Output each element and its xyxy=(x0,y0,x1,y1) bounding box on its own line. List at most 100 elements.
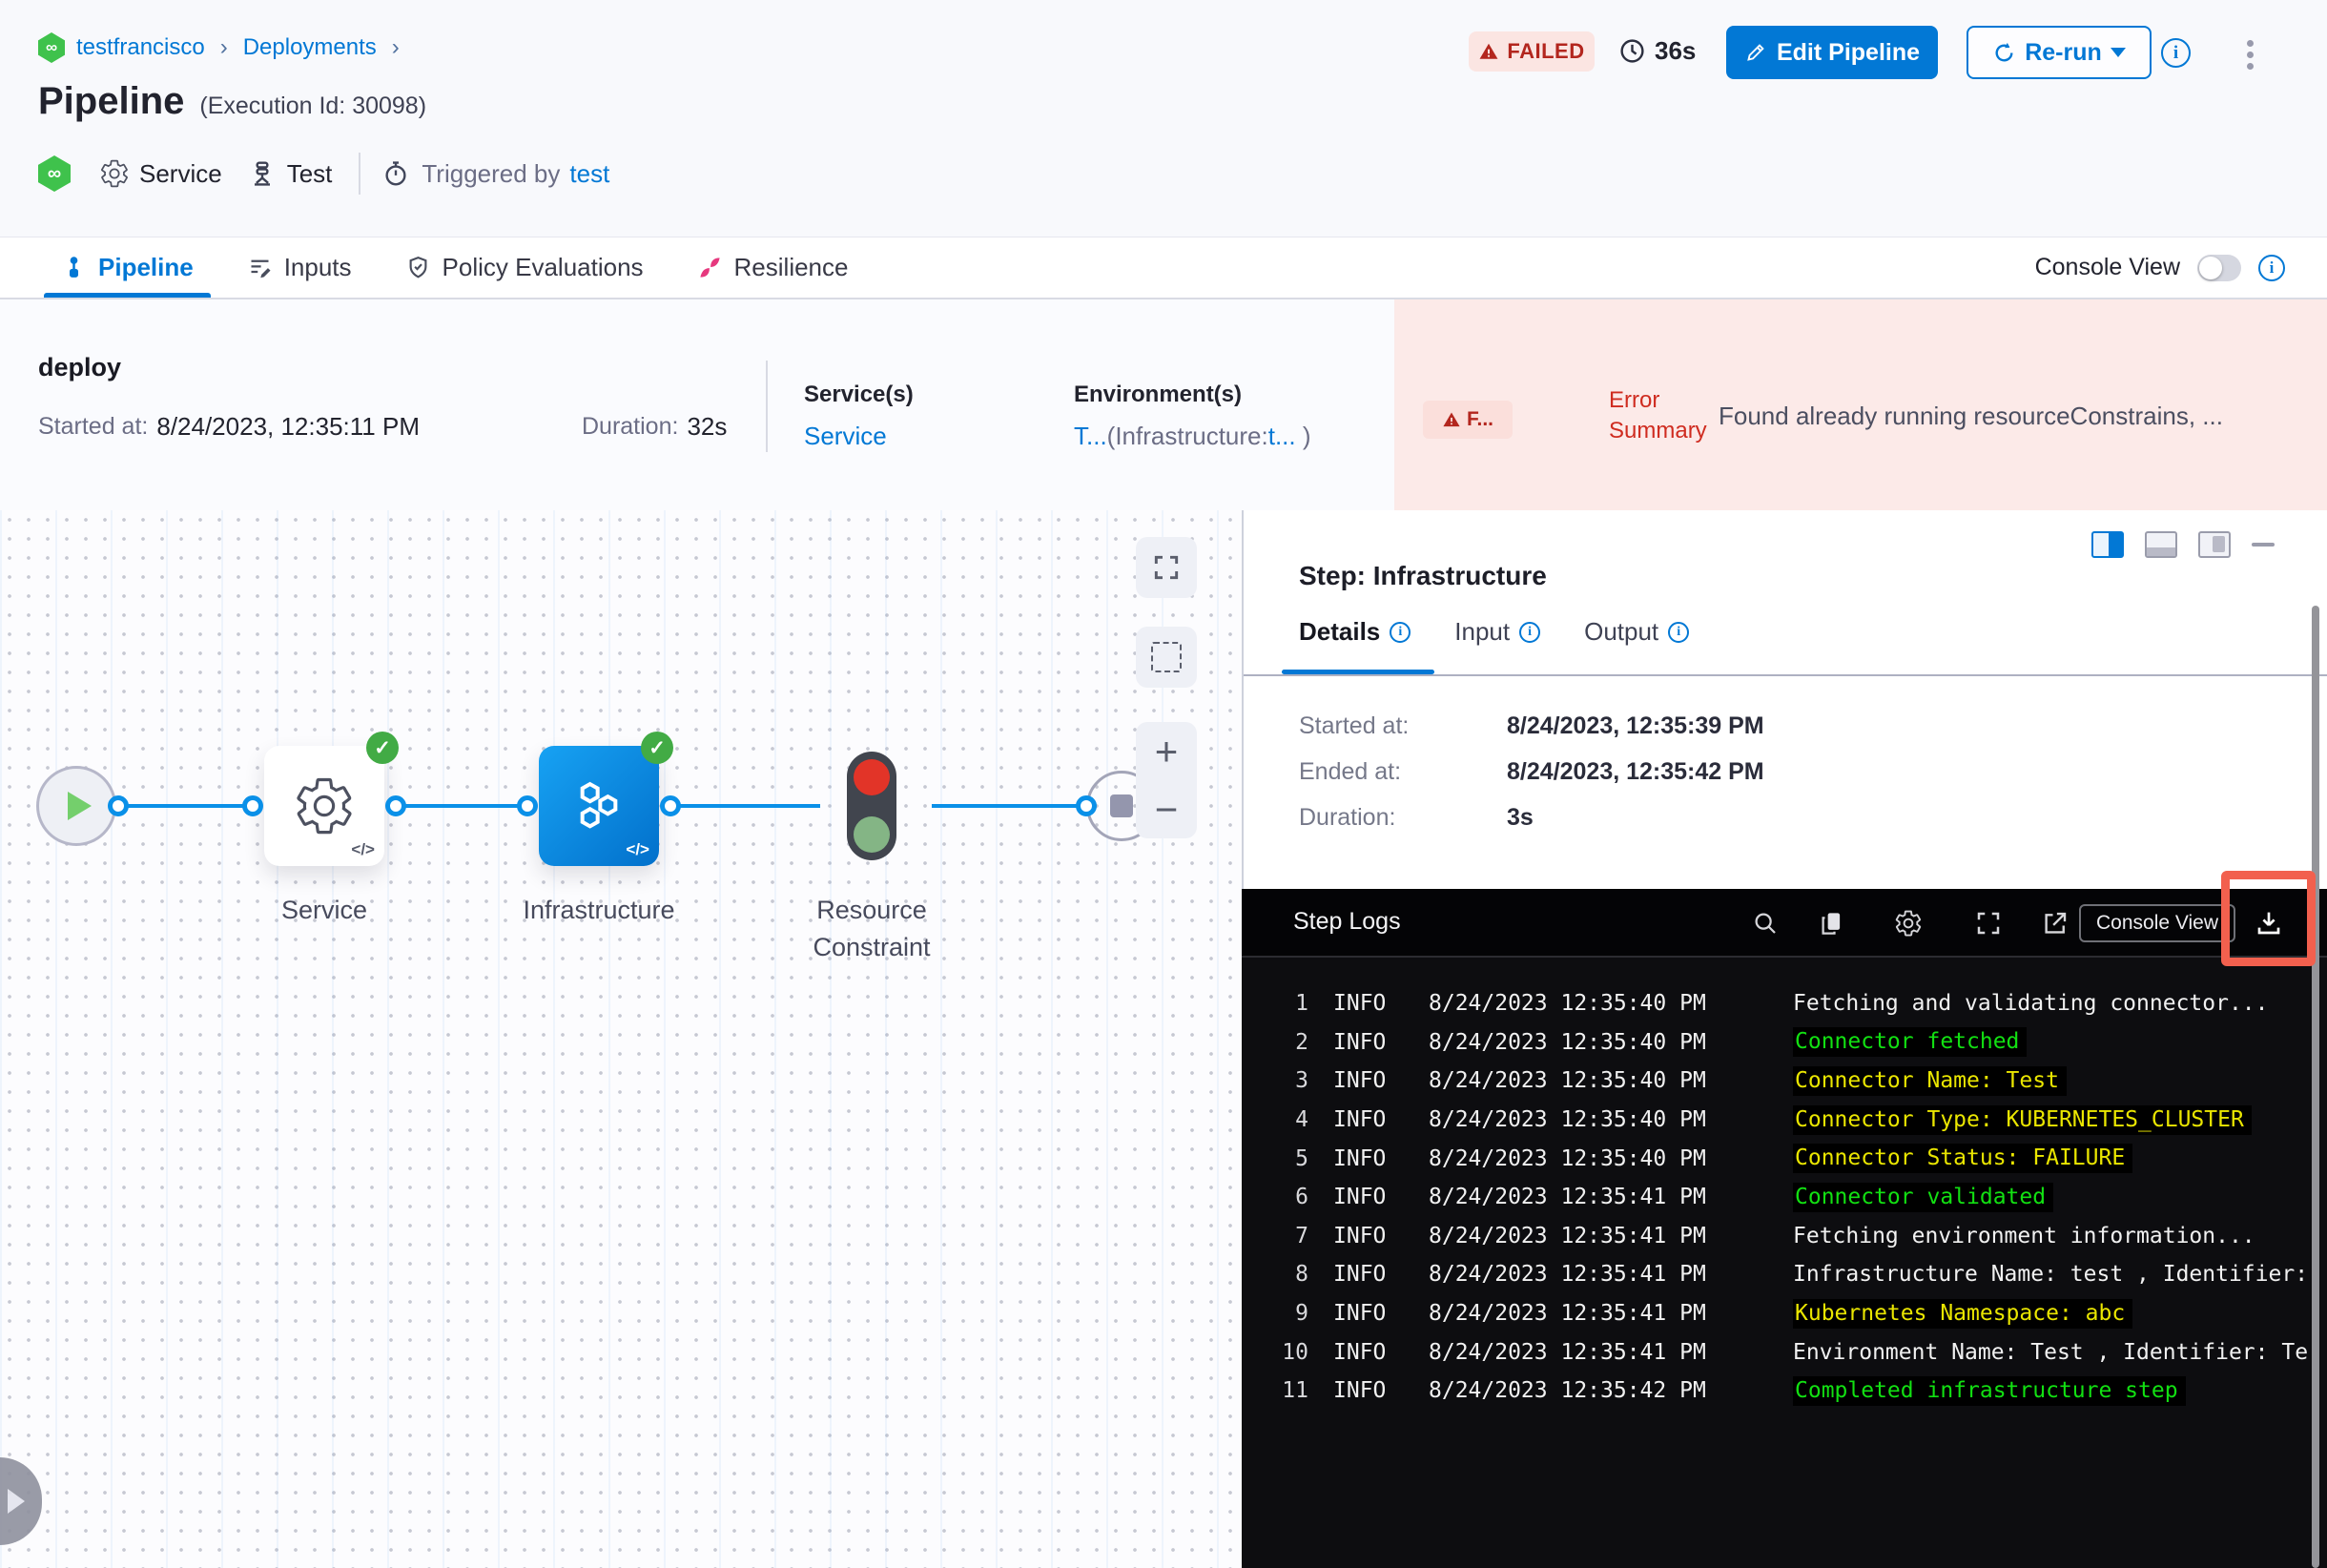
tab-pipeline-label: Pipeline xyxy=(98,253,194,281)
detail-label: Started at: xyxy=(1299,712,1410,739)
breadcrumb-project-link[interactable]: testfrancisco xyxy=(76,34,205,60)
panel-layout-controls xyxy=(2091,531,2275,558)
console-view-toggle[interactable] xyxy=(2197,254,2241,281)
tab-policy-evaluations-label: Policy Evaluations xyxy=(442,253,644,281)
play-icon xyxy=(67,792,92,820)
stage-summary-bar: deploy Started at: 8/24/2023, 12:35:11 P… xyxy=(0,299,2327,510)
node-service[interactable]: ✓ </> xyxy=(264,732,399,866)
log-timestamp: 8/24/2023 12:35:41 PM xyxy=(1429,1262,1706,1288)
triggered-by-label: Triggered by xyxy=(422,158,561,188)
node-label-resource-constraint: Resource Constraint xyxy=(813,896,931,962)
search-icon[interactable] xyxy=(1751,909,1780,938)
canvas-fullscreen-button[interactable] xyxy=(1136,537,1197,598)
tab-resilience[interactable]: Resilience xyxy=(697,237,848,298)
status-badge-label: FAILED xyxy=(1507,39,1585,63)
stop-icon xyxy=(1110,794,1133,817)
log-level: INFO xyxy=(1333,1378,1387,1404)
error-summary-label: Error Summary xyxy=(1609,387,1707,444)
console-view-control: Console View i xyxy=(2035,237,2285,298)
infrastructure-link[interactable]: t... xyxy=(1267,422,1296,450)
breadcrumb-deployments-link[interactable]: Deployments xyxy=(242,34,377,60)
open-in-new-icon[interactable] xyxy=(2041,909,2070,938)
service-link[interactable]: Service xyxy=(804,422,887,450)
log-timestamp: 8/24/2023 12:35:40 PM xyxy=(1429,1107,1706,1133)
success-check-badge: ✓ xyxy=(641,732,673,764)
graph-edge xyxy=(396,804,527,808)
graph-edge xyxy=(118,804,253,808)
node-infrastructure[interactable]: ✓ </> xyxy=(539,732,673,866)
log-timestamp: 8/24/2023 12:35:40 PM xyxy=(1429,1068,1706,1094)
layout-split-right-button[interactable] xyxy=(2091,531,2124,558)
layout-bottom-fill xyxy=(2147,547,2175,556)
log-message: Connector Status: FAILURE xyxy=(1793,1144,2133,1174)
details-info-icon[interactable]: i xyxy=(1390,621,1411,643)
info-icon[interactable]: i xyxy=(2161,38,2191,68)
step-panel-title: Step: Infrastructure xyxy=(1299,561,1547,590)
tab-pipeline[interactable]: Pipeline xyxy=(44,237,211,298)
log-level: INFO xyxy=(1333,991,1387,1017)
node-resource-constraint[interactable] xyxy=(847,752,896,860)
summary-divider xyxy=(766,361,768,452)
fullscreen-icon xyxy=(1154,555,1179,580)
tab-input-label: Input xyxy=(1454,617,1511,646)
log-message: Completed infrastructure step xyxy=(1793,1375,2186,1406)
zoom-out-button[interactable]: − xyxy=(1154,786,1179,832)
pipeline-tab-icon xyxy=(70,257,78,278)
environment-link[interactable]: T... xyxy=(1074,422,1107,450)
output-info-icon[interactable]: i xyxy=(1668,621,1690,643)
log-settings-gear-icon[interactable] xyxy=(1894,909,1923,938)
zoom-in-button[interactable]: + xyxy=(1154,728,1179,774)
log-line-number: 1 xyxy=(1295,991,1308,1017)
detail-row: Started at: 8/24/2023, 12:35:39 PM xyxy=(1299,712,1764,740)
edit-pipeline-button[interactable]: Edit Pipeline xyxy=(1726,26,1938,79)
layout-floating-button[interactable] xyxy=(2198,531,2231,558)
log-line-number: 9 xyxy=(1295,1301,1308,1327)
tab-inputs[interactable]: Inputs xyxy=(247,237,352,298)
started-at-label: Started at: xyxy=(38,413,149,440)
rerun-button[interactable]: Re-run xyxy=(1967,26,2152,79)
edge-port xyxy=(242,795,263,816)
breadcrumb: ∞ testfrancisco › Deployments › xyxy=(38,32,403,63)
more-options-menu[interactable] xyxy=(2247,35,2254,74)
detail-value: 8/24/2023, 12:35:39 PM xyxy=(1507,712,1764,739)
error-status-chip: F... xyxy=(1423,401,1513,439)
environments-label: Environment(s) xyxy=(1074,382,1243,407)
resilience-chaos-icon xyxy=(699,258,720,278)
console-view-button[interactable]: Console View xyxy=(2079,904,2236,942)
pipeline-graph-canvas[interactable]: ✓ </> Service ✓ </> Infrastructure Resou… xyxy=(0,510,1242,1568)
duration-label: Duration: xyxy=(582,413,679,440)
title-row: Pipeline (Execution Id: 30098) xyxy=(38,80,426,123)
left-panel-expander[interactable] xyxy=(0,1457,42,1545)
start-node xyxy=(36,766,116,846)
tab-details[interactable]: Details i xyxy=(1299,617,1411,647)
tab-policy-evaluations[interactable]: Policy Evaluations xyxy=(405,237,644,298)
panel-scrollbar[interactable] xyxy=(2312,606,2319,1568)
detail-row: Duration: 3s xyxy=(1299,804,1534,832)
layout-bottom-button[interactable] xyxy=(2145,531,2177,558)
tab-input[interactable]: Input i xyxy=(1454,617,1541,647)
expand-logs-icon[interactable] xyxy=(1974,909,2003,938)
tabs-border xyxy=(1244,674,2327,676)
triggered-by-link[interactable]: test xyxy=(569,158,610,188)
download-logs-icon[interactable] xyxy=(2254,908,2284,939)
minimize-panel-button[interactable] xyxy=(2252,543,2275,547)
environment-suffix: ) xyxy=(1295,422,1311,450)
gear-icon xyxy=(101,159,128,188)
log-message: Connector fetched xyxy=(1793,1027,2028,1058)
pipeline-meta-row: ∞ Service Test Triggered by test xyxy=(38,151,609,196)
tab-output[interactable]: Output i xyxy=(1584,617,1690,647)
input-info-icon[interactable]: i xyxy=(1519,621,1541,643)
breadcrumb-separator: › xyxy=(219,34,228,60)
log-timestamp: 8/24/2023 12:35:40 PM xyxy=(1429,991,1706,1017)
log-line-number: 2 xyxy=(1295,1029,1308,1055)
console-view-info-icon[interactable]: i xyxy=(2258,254,2285,281)
detail-row: Ended at: 8/24/2023, 12:35:42 PM xyxy=(1299,758,1764,786)
canvas-select-button[interactable] xyxy=(1136,627,1197,688)
error-summary-area: F... Error Summary Found already running… xyxy=(1394,299,2327,510)
stage-name[interactable]: deploy xyxy=(38,353,122,382)
copy-icon[interactable] xyxy=(1818,909,1846,938)
